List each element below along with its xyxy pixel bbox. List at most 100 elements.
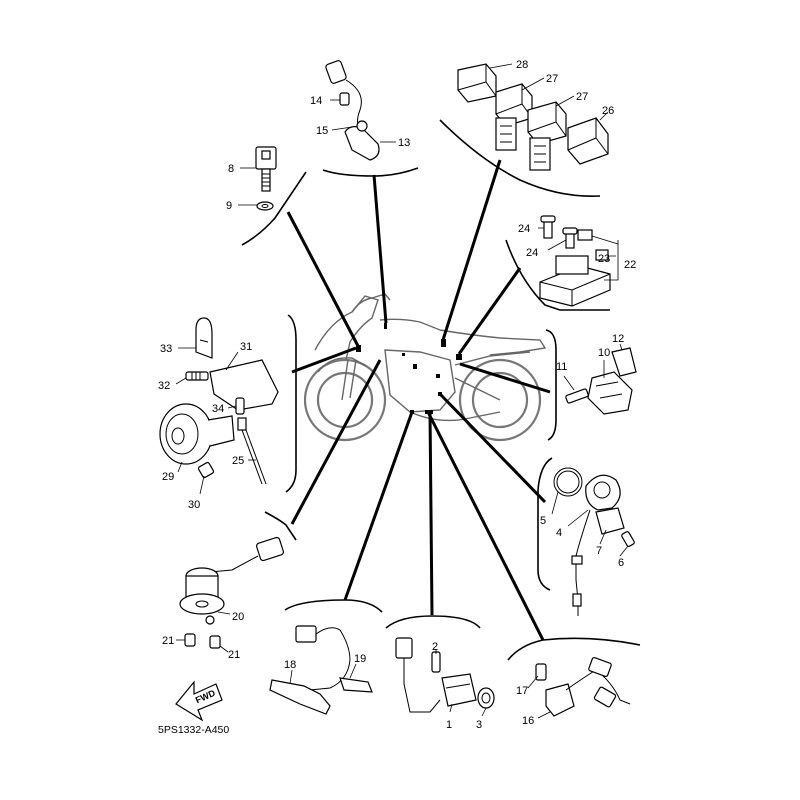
screw-21b bbox=[209, 635, 221, 649]
o2-sensor-group bbox=[269, 625, 373, 715]
callout-10: 10 bbox=[598, 347, 610, 359]
gear-position-sensor-group bbox=[176, 536, 285, 653]
sensor-threaded-stem bbox=[261, 168, 271, 192]
callout-27a: 27 bbox=[546, 73, 558, 85]
bolt-11 bbox=[565, 388, 589, 404]
collar-3 bbox=[477, 687, 495, 709]
callout-4: 4 bbox=[556, 527, 562, 539]
callout-17: 17 bbox=[516, 685, 528, 697]
callout-32: 32 bbox=[158, 380, 170, 392]
switch-connector bbox=[395, 637, 413, 659]
marker-starter-relay bbox=[456, 354, 462, 360]
callout-3: 3 bbox=[476, 719, 482, 731]
callout-34: 34 bbox=[212, 403, 224, 415]
callout-5: 5 bbox=[540, 515, 546, 527]
callout-12: 12 bbox=[612, 333, 624, 345]
callout-24b: 24 bbox=[526, 247, 538, 259]
callout-23: 23 bbox=[598, 253, 610, 265]
callout-22: 22 bbox=[624, 259, 636, 271]
callout-30: 30 bbox=[188, 499, 200, 511]
engine-block bbox=[384, 349, 456, 413]
callout-27b: 27 bbox=[576, 91, 588, 103]
horn-group bbox=[159, 317, 279, 495]
relay-top-block bbox=[555, 255, 589, 275]
bolt-30 bbox=[197, 461, 215, 479]
rear-wheel-outer bbox=[458, 358, 542, 442]
marker-relay-bank bbox=[441, 339, 446, 347]
cam-position-sensor-group bbox=[325, 60, 396, 161]
fuse-23a bbox=[577, 229, 593, 241]
callout-18: 18 bbox=[284, 659, 296, 671]
lean-sensor-group bbox=[563, 343, 637, 415]
crank-connector-b bbox=[593, 686, 617, 708]
fairing-outline bbox=[314, 295, 379, 361]
sensor-body-10 bbox=[587, 371, 633, 415]
screw-2 bbox=[431, 651, 441, 673]
connector bbox=[255, 536, 285, 562]
sidestand-switch-group bbox=[395, 637, 495, 717]
callout-7: 7 bbox=[596, 545, 602, 557]
front-fender bbox=[317, 357, 367, 373]
callout-labels: 1 2 3 4 5 6 7 8 9 10 11 12 13 14 15 16 1… bbox=[158, 59, 636, 731]
group-brackets bbox=[241, 119, 641, 661]
callout-26: 26 bbox=[602, 105, 614, 117]
fuse-23b bbox=[595, 249, 609, 261]
relay-group bbox=[457, 63, 609, 171]
switch-body-1 bbox=[441, 673, 477, 707]
crank-sensor-16 bbox=[545, 683, 575, 717]
front-fork bbox=[341, 359, 357, 401]
callout-25: 25 bbox=[232, 455, 244, 467]
callout-8: 8 bbox=[228, 163, 234, 175]
crank-sensor-group bbox=[527, 656, 631, 719]
starter-relay-group bbox=[538, 215, 619, 307]
bolt-6 bbox=[621, 531, 635, 547]
sensor-flange bbox=[179, 593, 225, 615]
terminal-bolt-24b-head bbox=[562, 227, 578, 235]
speed-sensor-group bbox=[551, 467, 635, 616]
callout-21b: 21 bbox=[228, 649, 240, 661]
bracket-7 bbox=[595, 507, 625, 535]
front-wheel-outer bbox=[303, 358, 387, 442]
callout-11: 11 bbox=[556, 361, 567, 373]
marker-small bbox=[402, 353, 405, 356]
exhaust bbox=[409, 411, 501, 422]
rear-wheel-inner bbox=[471, 371, 529, 429]
marker-o2-sensor bbox=[413, 364, 417, 369]
sealing-washer bbox=[256, 201, 274, 211]
screw-21a bbox=[184, 633, 196, 647]
callout-13: 13 bbox=[398, 137, 410, 149]
bracket-12 bbox=[611, 347, 637, 377]
callout-33: 33 bbox=[160, 343, 172, 355]
relay-28 bbox=[457, 63, 497, 103]
horn-29 bbox=[159, 403, 213, 465]
sensor-body-13 bbox=[344, 126, 380, 161]
top-connector bbox=[325, 60, 347, 84]
coolant-temp-sensor-group bbox=[238, 146, 277, 211]
callout-31: 31 bbox=[240, 341, 252, 353]
sensor-oring-15 bbox=[356, 120, 368, 132]
crank-bolt-17 bbox=[535, 663, 547, 681]
bracket-33 bbox=[195, 317, 213, 359]
callout-24a: 24 bbox=[518, 223, 530, 235]
callout-20: 20 bbox=[232, 611, 244, 623]
crank-connector-a bbox=[588, 656, 612, 678]
rear-subframe bbox=[454, 351, 531, 401]
bolt-32 bbox=[185, 371, 209, 381]
marker-tps bbox=[436, 374, 440, 378]
o2-clamp-19 bbox=[339, 677, 373, 693]
leader-lines bbox=[286, 159, 551, 641]
callout-16: 16 bbox=[522, 715, 534, 727]
callout-14: 14 bbox=[310, 95, 322, 107]
callout-19: 19 bbox=[354, 653, 366, 665]
callout-9: 9 bbox=[226, 200, 232, 212]
callout-1: 1 bbox=[446, 719, 452, 731]
bolt-34 bbox=[235, 397, 245, 415]
callout-15: 15 bbox=[316, 125, 328, 137]
callout-2: 2 bbox=[432, 641, 438, 653]
terminal-bolt-24a-head bbox=[540, 215, 556, 223]
callout-28: 28 bbox=[516, 59, 528, 71]
drawing-code: 5PS1332-A450 bbox=[158, 724, 229, 736]
tank-and-seat bbox=[379, 318, 547, 356]
sensor-bolt-14 bbox=[339, 92, 350, 106]
